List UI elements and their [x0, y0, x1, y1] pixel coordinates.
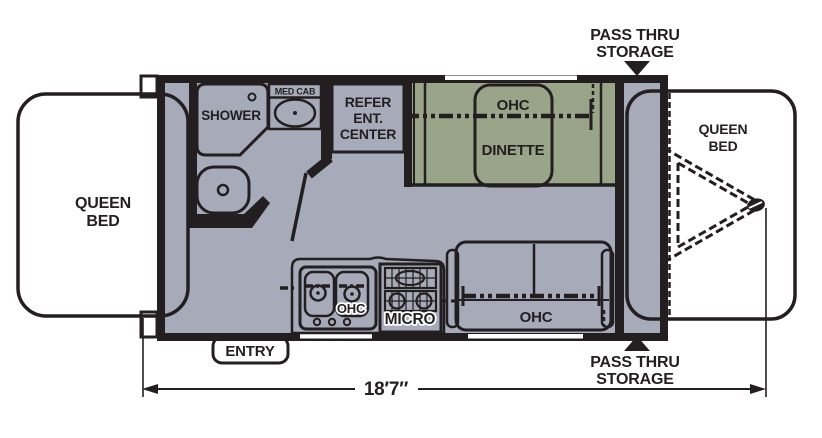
burner-grid-bottom — [383, 289, 438, 313]
pass-thru-storage-bottom: PASS THRU STORAGE — [590, 336, 680, 388]
dimension-lines: 18′7″ — [142, 208, 767, 400]
pass-thru-top-line2: STORAGE — [596, 44, 674, 61]
dinette-area — [412, 83, 615, 185]
window-top — [445, 75, 577, 80]
pass-thru-top-line1: PASS THRU — [590, 27, 679, 44]
refer-ent-center: REFER ENT. CENTER — [330, 79, 412, 187]
hitch-a-frame — [663, 146, 761, 264]
toilet-flush — [216, 183, 230, 197]
sofa-ohc-label: OHC — [520, 309, 553, 326]
sink-drain-left-dot — [316, 291, 320, 295]
sink-unit — [298, 265, 378, 331]
refer-label-line3: CENTER — [340, 126, 396, 142]
bathroom-door — [290, 172, 308, 242]
stove-knob-3 — [342, 317, 352, 327]
dimension-arrow-left — [142, 384, 158, 394]
queen-bed-right-line2: BED — [709, 138, 738, 154]
lavatory-sink — [273, 98, 317, 128]
stove-knob-2 — [327, 317, 337, 327]
overall-length-label: 18′7″ — [364, 379, 408, 400]
queen-bed-right-line1: QUEEN — [699, 121, 748, 137]
storage-wall — [615, 79, 624, 337]
entry-label-box — [211, 335, 290, 365]
refer-wall-right — [404, 79, 412, 187]
queen-bed-left: QUEEN BED — [16, 92, 190, 318]
window-bottom-right — [468, 334, 583, 339]
bathroom-wall-right — [321, 79, 332, 159]
queen-bed-right: QUEEN BED — [625, 89, 797, 321]
med-cab-label: MED CAB — [275, 87, 316, 97]
dinette-label-box — [473, 83, 554, 188]
sofa-body — [454, 240, 613, 332]
dinette-label: DINETTE — [482, 142, 545, 159]
toilet — [195, 165, 251, 215]
dimension-arrow-right — [750, 384, 766, 394]
sofa: OHC — [445, 240, 615, 332]
bathroom-wall-left — [189, 83, 197, 228]
burner-grid-top — [383, 266, 438, 290]
range — [378, 262, 443, 334]
pass-thru-arrow-top — [624, 61, 650, 76]
sink-ohc-label: OHC — [337, 301, 366, 316]
bathroom-wall-south — [189, 196, 270, 228]
window-bottom-left — [300, 334, 372, 339]
queen-bed-left-platform — [16, 92, 190, 318]
stove-knob-1 — [312, 317, 322, 327]
shower-label: SHOWER — [201, 108, 261, 123]
bathroom: SHOWER MED CAB — [189, 79, 333, 242]
shower — [195, 82, 270, 157]
entry: ENTRY — [211, 335, 290, 365]
refer-label-line2: ENT. — [353, 110, 383, 126]
dinette-ohc-label: OHC — [497, 97, 530, 114]
shower-drain — [247, 92, 257, 102]
queen-bed-left-line2: BED — [86, 213, 119, 230]
lavatory-drain — [293, 111, 297, 115]
sink-bowl-left — [303, 270, 336, 318]
pass-thru-arrow-bottom — [624, 336, 650, 351]
micro-label: MICRO — [385, 311, 436, 328]
queen-bed-left-line1: QUEEN — [75, 195, 131, 212]
sofa-armrest-left — [445, 248, 460, 329]
pass-thru-bottom-line2: STORAGE — [596, 371, 674, 388]
pass-thru-storage-top: PASS THRU STORAGE — [590, 27, 680, 76]
sink-drain-right-dot — [350, 292, 354, 296]
sink-bowl-right — [334, 270, 370, 318]
queen-bed-right-platform — [625, 89, 797, 321]
refer-label-line1: REFER — [345, 94, 392, 110]
pass-thru-bottom-line1: PASS THRU — [590, 354, 679, 371]
door-jamb — [306, 154, 333, 179]
entry-label: ENTRY — [225, 343, 274, 360]
dinette: OHC DINETTE — [405, 83, 615, 188]
kitchen: OHC MICRO — [280, 256, 459, 335]
hitch-coupler-highlight — [748, 201, 763, 209]
